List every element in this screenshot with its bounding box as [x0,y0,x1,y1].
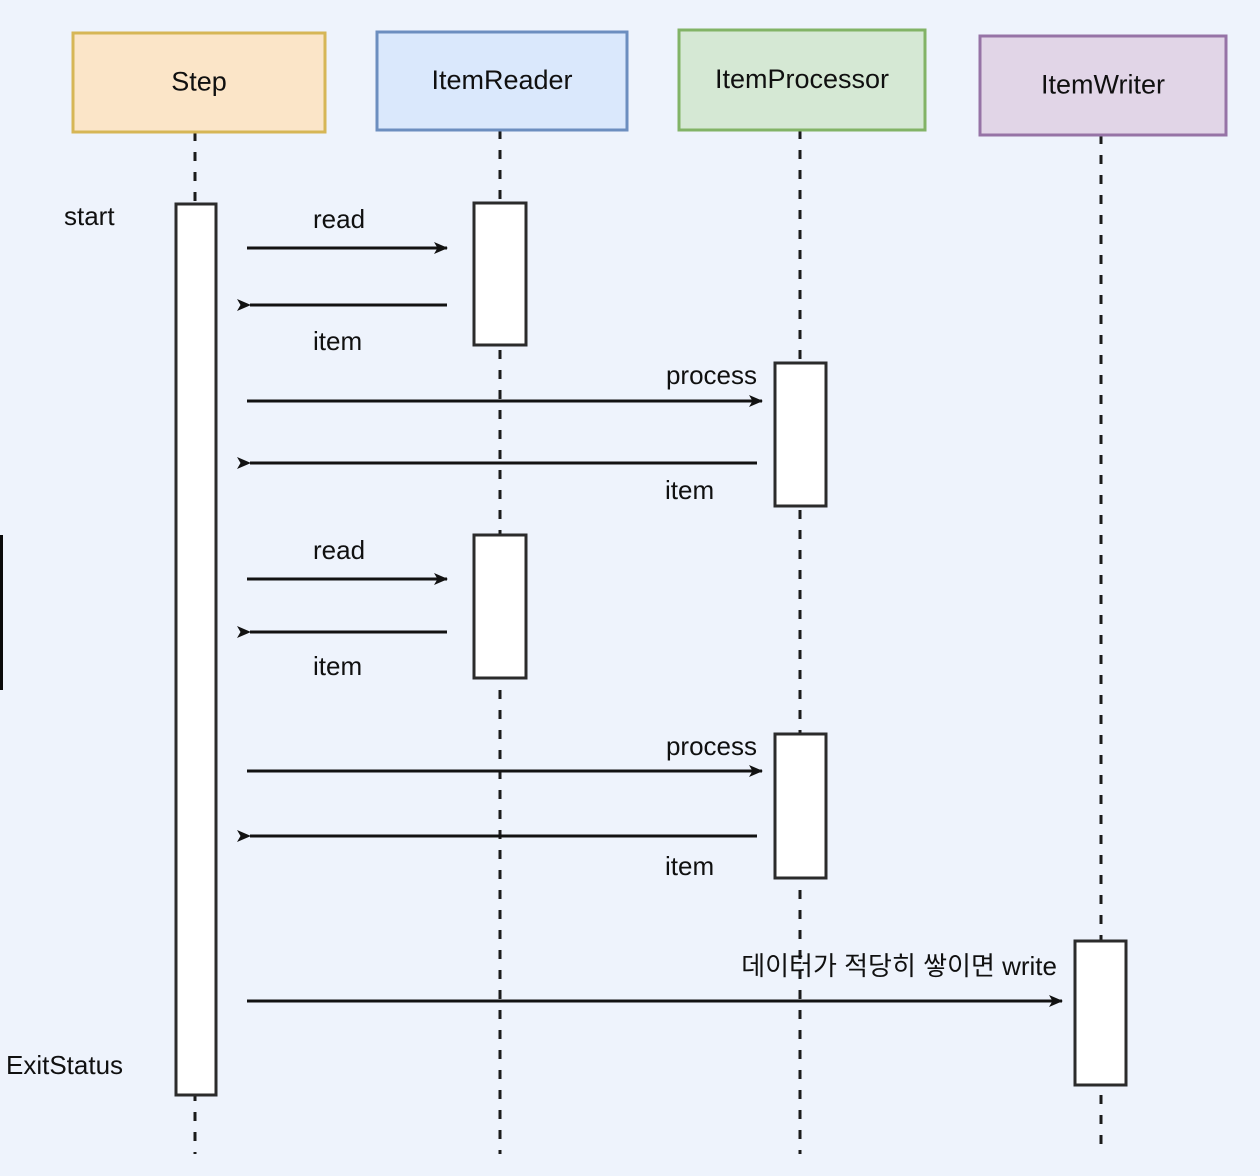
participant-box-step[interactable] [71,31,327,134]
msg-read-1-label: read [313,204,365,234]
msg-process-2-label: process [666,731,757,761]
participant-box-itemreader[interactable] [375,30,629,132]
participants-group: Step ItemReader ItemProcessor ItemWriter [71,28,1228,137]
reader-activation-2 [472,533,528,680]
participant-label-itemreader: ItemReader [431,65,572,95]
msg-item-3-label: item [313,651,362,681]
msg-item-2-label: item [665,475,714,505]
msg-read-2-label: read [313,535,365,565]
reader-activation-1 [472,201,528,347]
msg-process-1-label: process [666,360,757,390]
processor-activation-1 [773,361,828,508]
participant-label-itemprocessor: ItemProcessor [715,64,889,94]
processor-activation-2 [773,732,828,880]
msg-item-4-label: item [665,851,714,881]
msg-item-1-label: item [313,326,362,356]
activations-group [174,201,1128,1097]
start-label: start [64,201,115,231]
participant-label-itemwriter: ItemWriter [1041,70,1165,100]
messages-group: read item process item read item process item 데이… [237,204,1063,1007]
exitstatus-label: ExitStatus [6,1050,123,1080]
participant-label-step: Step [171,67,227,97]
step-activation [174,202,218,1097]
participant-box-itemwriter[interactable] [978,34,1228,137]
participant-box-itemprocessor[interactable] [677,28,927,132]
msg-write-label: 데이터가 적당히 쌓이면 write [741,951,1057,981]
writer-activation [1073,939,1128,1087]
